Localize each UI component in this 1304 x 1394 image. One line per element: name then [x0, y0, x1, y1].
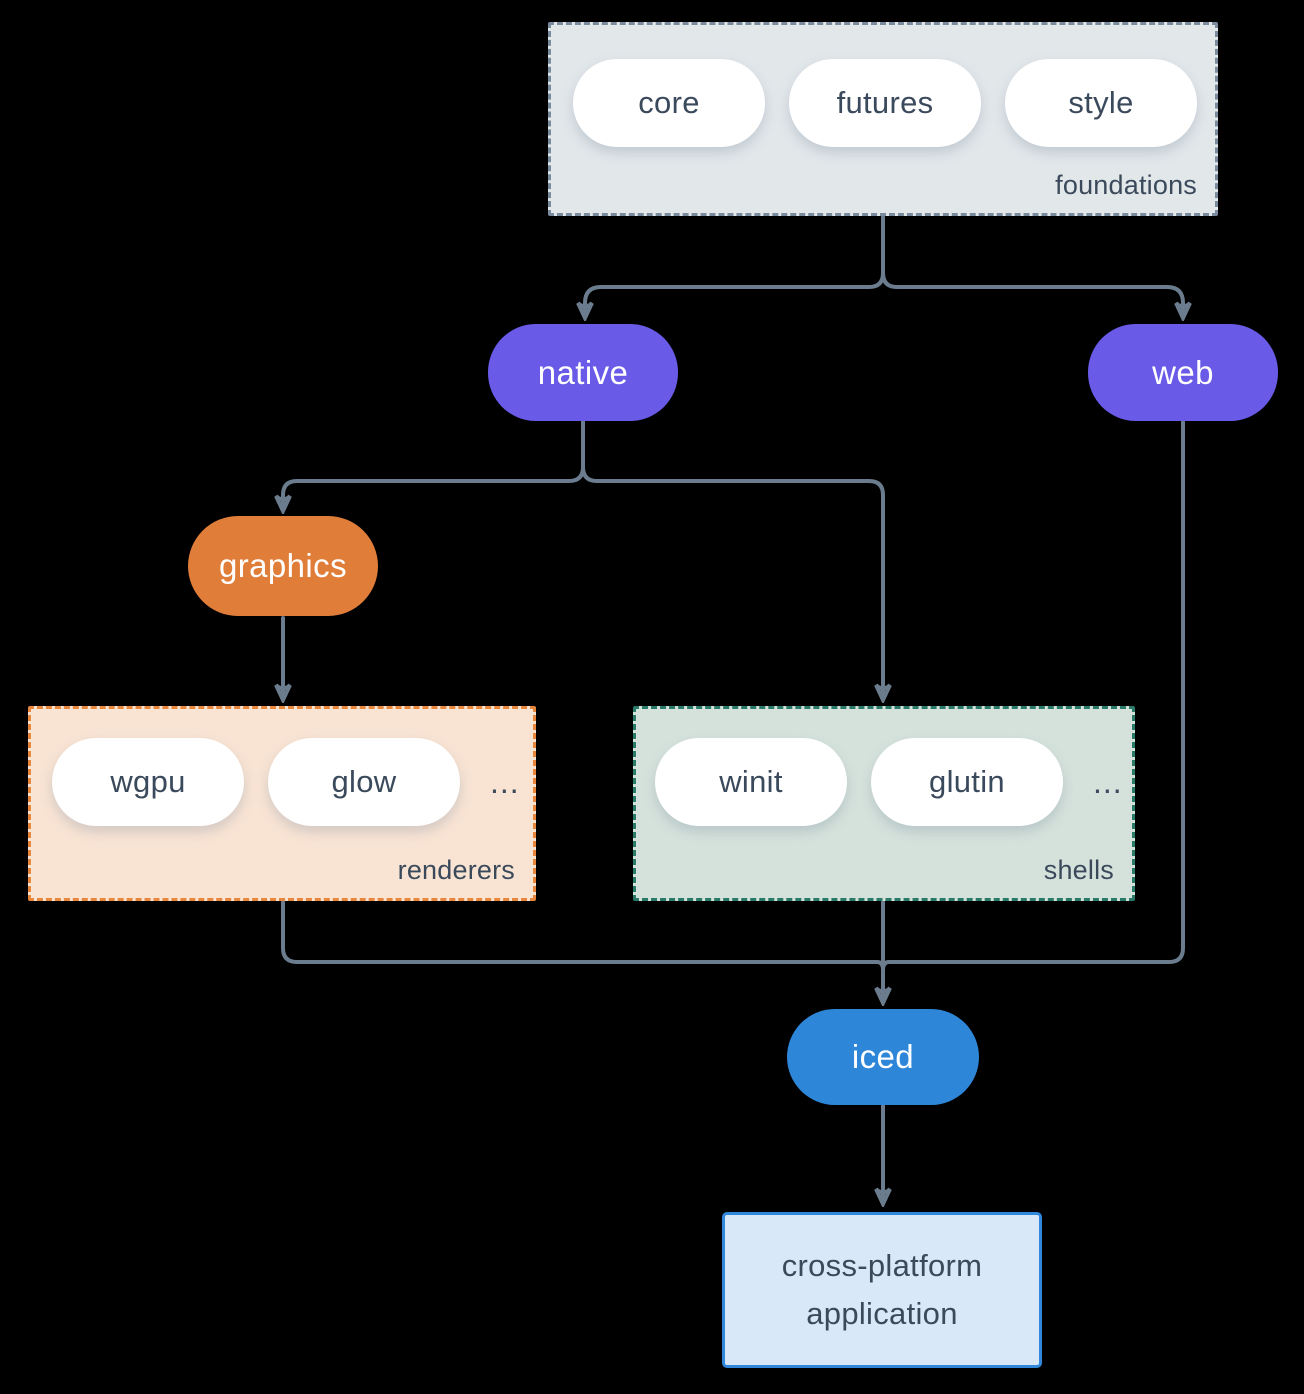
node-wgpu-label: wgpu: [110, 764, 186, 799]
node-wgpu: wgpu: [52, 738, 244, 826]
edge-foundations-web: [881, 215, 1183, 316]
shells-ellipsis: ...: [1093, 763, 1123, 800]
shells-pill-row: winit glutin ...: [636, 709, 1132, 826]
node-graphics-label: graphics: [219, 547, 347, 584]
edge-native-graphics: [283, 420, 585, 509]
foundations-pill-row: core futures style: [551, 25, 1215, 147]
node-web-label: web: [1152, 353, 1214, 391]
renderers-ellipsis: ...: [490, 763, 520, 800]
edge-native-shells: [581, 420, 883, 698]
node-style: style: [1005, 59, 1197, 147]
node-glow: glow: [268, 738, 460, 826]
renderers-pill-row: wgpu glow ...: [31, 709, 533, 826]
group-foundations: core futures style foundations: [548, 22, 1218, 216]
group-renderers: wgpu glow ... renderers: [28, 706, 536, 901]
node-native-label: native: [537, 353, 629, 391]
node-cross-platform-application: cross-platform application: [722, 1212, 1042, 1368]
node-futures-label: futures: [836, 85, 934, 120]
edge-foundations-native: [585, 215, 885, 316]
node-winit: winit: [655, 738, 847, 826]
node-glutin: glutin: [871, 738, 1063, 826]
group-renderers-label: renderers: [397, 855, 515, 885]
node-winit-label: winit: [719, 764, 783, 799]
node-futures: futures: [789, 59, 981, 147]
group-shells: winit glutin ... shells: [633, 706, 1135, 901]
node-glow-label: glow: [331, 764, 397, 799]
node-iced-label: iced: [851, 1038, 915, 1075]
node-graphics: graphics: [188, 516, 378, 616]
edge-renderers-merge: [281, 900, 885, 972]
group-shells-label: shells: [1043, 855, 1114, 885]
node-web: web: [1088, 324, 1278, 421]
node-application-label: cross-platform application: [781, 1247, 983, 1331]
node-glutin-label: glutin: [929, 764, 1005, 799]
node-core: core: [573, 59, 765, 147]
group-foundations-label: foundations: [1055, 170, 1197, 200]
node-native: native: [488, 324, 678, 421]
node-core-label: core: [638, 85, 700, 120]
node-iced: iced: [787, 1009, 979, 1105]
node-style-label: style: [1068, 85, 1134, 120]
